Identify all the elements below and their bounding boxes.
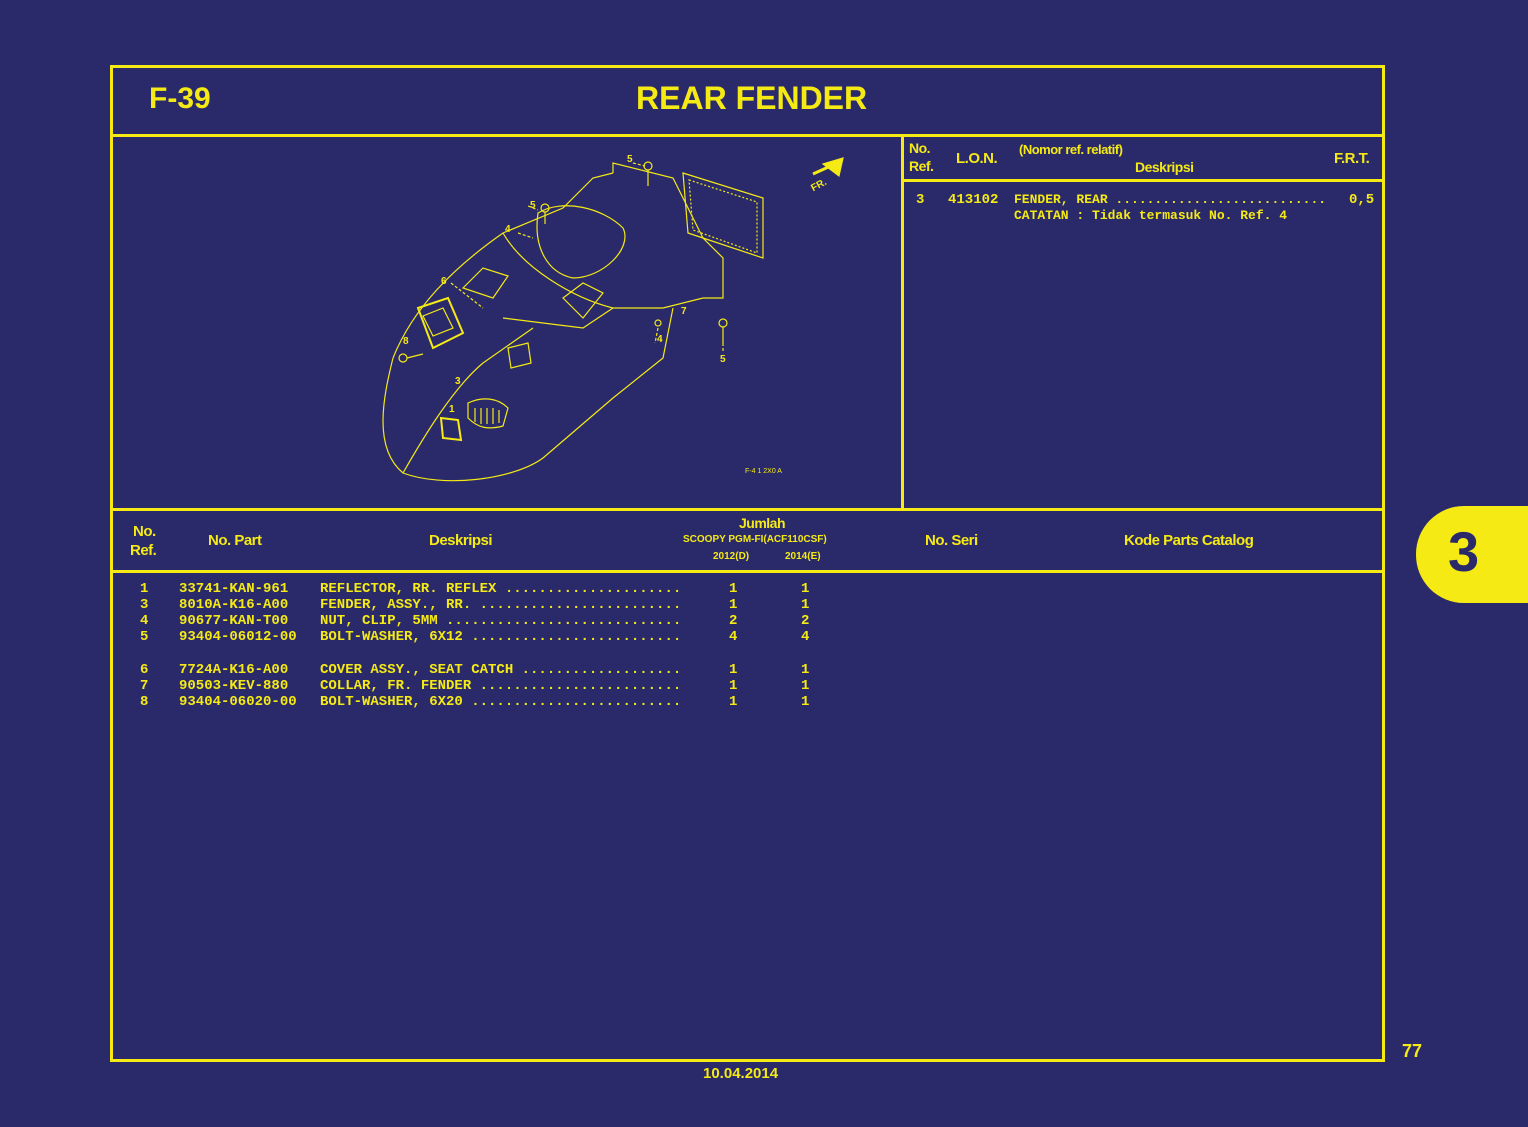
callout-label: 5 (530, 200, 536, 211)
row-qty-2014: 4 (801, 629, 810, 645)
row-ref: 4 (140, 613, 149, 629)
parts-header-no: No. (133, 523, 156, 540)
row-qty-2012: 1 (729, 678, 738, 694)
ref-header-lon: L.O.N. (956, 150, 998, 167)
row-qty-2012: 1 (729, 662, 738, 678)
row-description: COVER ASSY., SEAT CATCH ................… (320, 662, 682, 678)
row-qty-2012: 1 (729, 694, 738, 710)
row-qty-2012: 4 (729, 629, 738, 645)
row-qty-2014: 1 (801, 678, 810, 694)
row-part-number: 33741-KAN-961 (179, 581, 289, 597)
table-row: 3 8010A-K16-A00 FENDER, ASSY., RR. .....… (113, 597, 1373, 614)
row-ref: 3 (140, 597, 149, 613)
table-row: 8 93404-06020-00 BOLT-WASHER, 6X20 .....… (113, 694, 1373, 711)
row-qty-2014: 1 (801, 694, 810, 710)
ref-header-nomor: (Nomor ref. relatif) (1019, 142, 1123, 157)
exploded-diagram: FR. 5 5 4 6 8 3 1 4 5 7 F-4 1 2X0 A (283, 154, 844, 488)
table-row: 7 90503-KEV-880 COLLAR, FR. FENDER .....… (113, 678, 1373, 695)
table-row: 5 93404-06012-00 BOLT-WASHER, 6X12 .....… (113, 629, 1373, 646)
drawing-code: F-4 1 2X0 A (745, 468, 782, 475)
divider (901, 134, 904, 508)
table-row: 4 90677-KAN-T00 NUT, CLIP, 5MM .........… (113, 613, 1373, 630)
parts-header-year-2012: 2012(D) (713, 551, 750, 562)
parts-header-desc: Deskripsi (429, 532, 493, 549)
callout-label: 5 (627, 154, 633, 165)
page-number: 77 (1402, 1041, 1423, 1061)
row-qty-2012: 2 (729, 613, 738, 629)
callout-label: 4 (657, 334, 663, 345)
callout-label: 8 (403, 336, 409, 347)
parts-header-year-2014: 2014(E) (785, 551, 821, 562)
row-qty-2014: 1 (801, 581, 810, 597)
row-ref: 5 (140, 629, 149, 645)
parts-header-kode: Kode Parts Catalog (1124, 532, 1254, 549)
table-row: 6 7724A-K16-A00 COVER ASSY., SEAT CATCH … (113, 662, 1373, 679)
row-part-number: 8010A-K16-A00 (179, 597, 289, 613)
row-description: NUT, CLIP, 5MM .........................… (320, 613, 682, 629)
row-ref: 6 (140, 662, 149, 678)
ref-header-no: No. (909, 140, 931, 156)
row-ref: 7 (140, 678, 149, 694)
row-part-number: 90677-KAN-T00 (179, 613, 289, 629)
ref-row-lon: 413102 (948, 192, 999, 208)
row-description: COLLAR, FR. FENDER .....................… (320, 678, 682, 694)
row-qty-2012: 1 (729, 581, 738, 597)
parts-header-model: SCOOPY PGM-FI(ACF110CSF) (683, 534, 827, 545)
ref-header-frt: F.R.T. (1334, 150, 1370, 167)
row-ref: 8 (140, 694, 149, 710)
ref-header-ref: Ref. (909, 158, 934, 174)
row-qty-2014: 2 (801, 613, 810, 629)
row-part-number: 90503-KEV-880 (179, 678, 289, 694)
parts-header-jumlah: Jumlah (739, 515, 786, 531)
row-part-number: 93404-06020-00 (179, 694, 297, 710)
row-description: BOLT-WASHER, 6X12 ......................… (320, 629, 682, 645)
divider (113, 134, 1382, 137)
callout-label: 5 (720, 354, 726, 365)
callout-label: 7 (681, 306, 687, 317)
row-description: REFLECTOR, RR. REFLEX ..................… (320, 581, 682, 597)
page-title: REAR FENDER (636, 80, 868, 116)
parts-header-seri: No. Seri (925, 532, 978, 549)
row-part-number: 7724A-K16-A00 (179, 662, 289, 678)
parts-header-ref: Ref. (130, 542, 157, 559)
row-qty-2012: 1 (729, 597, 738, 613)
divider (113, 570, 1382, 573)
row-description: BOLT-WASHER, 6X20 ......................… (320, 694, 682, 710)
ref-row-frt: 0,5 (1349, 192, 1375, 208)
ref-row-ref: 3 (916, 192, 925, 208)
row-ref: 1 (140, 581, 149, 597)
row-description: FENDER, ASSY., RR. .....................… (320, 597, 682, 613)
row-part-number: 93404-06012-00 (179, 629, 297, 645)
page-code: F-39 (149, 82, 211, 115)
row-qty-2014: 1 (801, 662, 810, 678)
parts-table-body: 1 33741-KAN-961 REFLECTOR, RR. REFLEX ..… (113, 581, 1373, 731)
ref-row-desc: FENDER, REAR ........................... (1014, 192, 1327, 207)
divider (901, 179, 1382, 182)
ref-note: CATATAN : Tidak termasuk No. Ref. 4 (1014, 208, 1288, 223)
section-tab-number: 3 (1448, 520, 1480, 583)
publish-date: 10.04.2014 (703, 1065, 779, 1082)
row-qty-2014: 1 (801, 597, 810, 613)
divider (113, 508, 1382, 511)
callout-label: 4 (505, 224, 511, 235)
callout-label: 1 (449, 404, 455, 415)
parts-header-part: No. Part (208, 532, 262, 549)
section-tab[interactable]: 3 (1416, 506, 1528, 603)
callout-label: 3 (455, 376, 461, 387)
table-row: 1 33741-KAN-961 REFLECTOR, RR. REFLEX ..… (113, 581, 1373, 598)
callout-label: 6 (441, 276, 447, 287)
catalog-page-frame: F-39 REAR FENDER No. Ref. L.O.N. (Nomor … (110, 65, 1385, 1062)
ref-header-deskripsi: Deskripsi (1135, 159, 1194, 175)
rear-fender-drawing (382, 157, 844, 482)
